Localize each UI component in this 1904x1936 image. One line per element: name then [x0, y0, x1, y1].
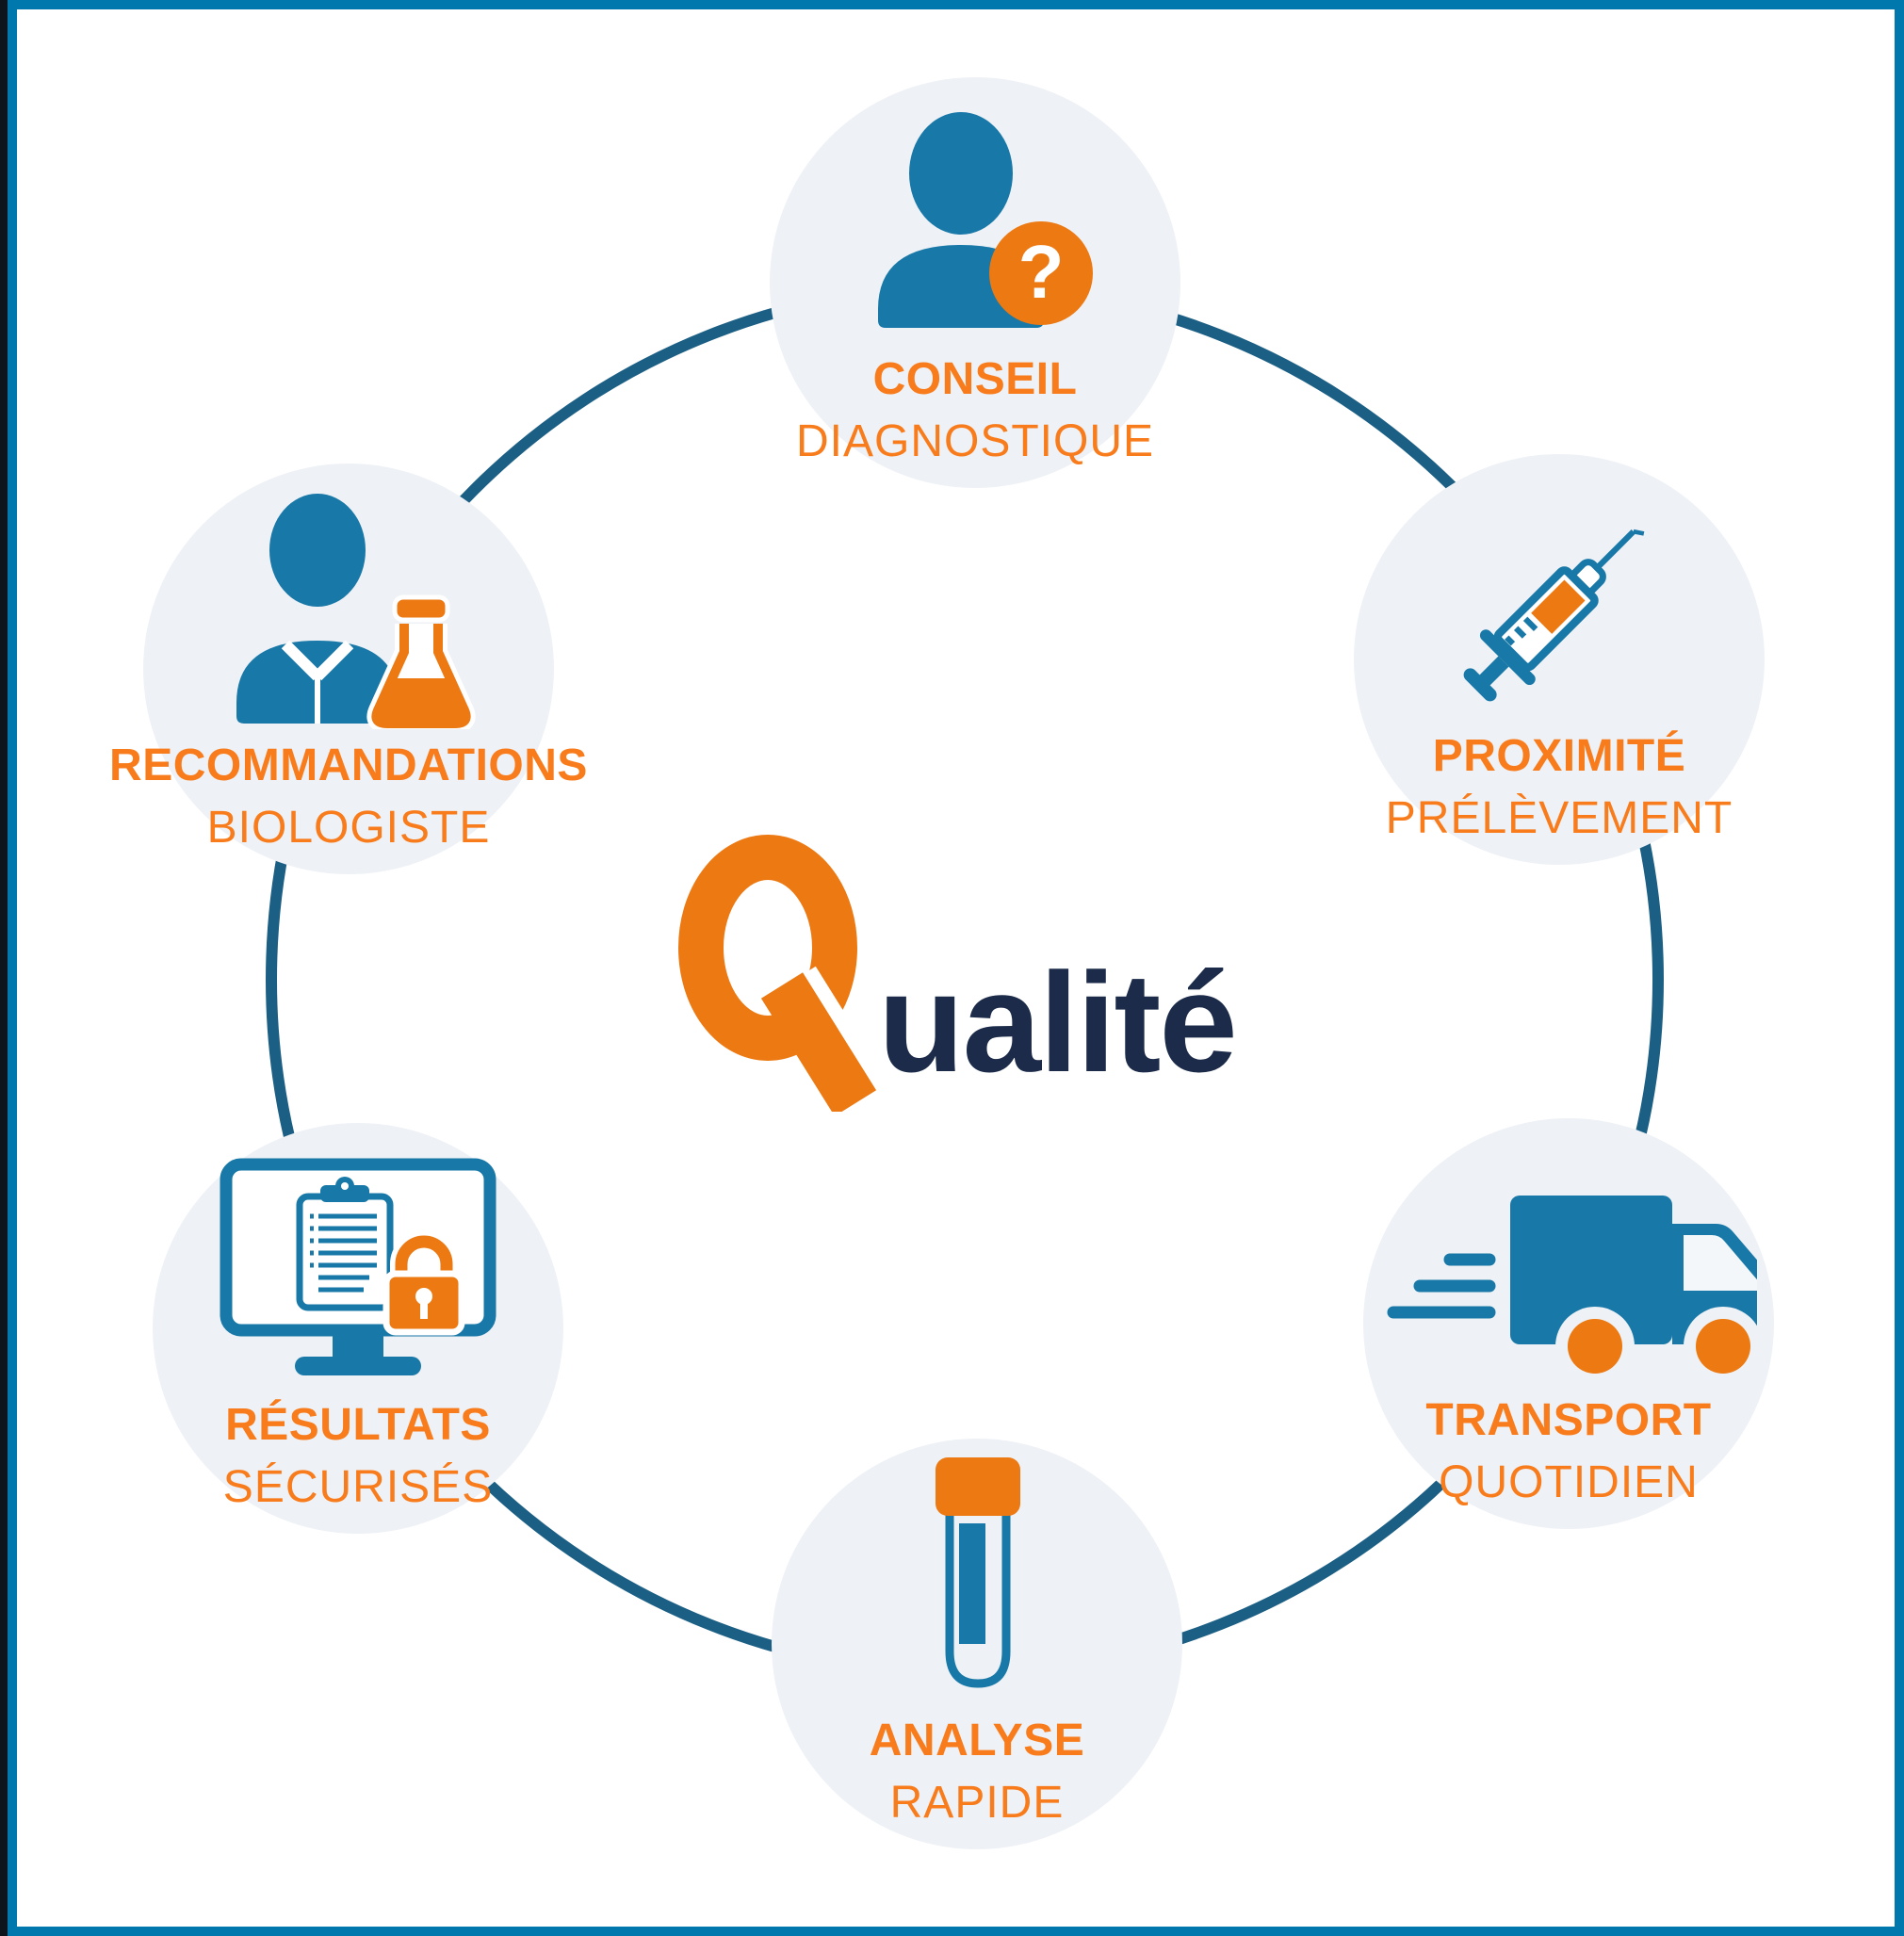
- node-resultats: RÉSULTATS SÉCURISÉS: [153, 1123, 563, 1534]
- node-proximite: PROXIMITÉ PRÉLÈVEMENT: [1354, 454, 1765, 865]
- node-subtitle: PRÉLÈVEMENT: [1385, 793, 1733, 843]
- node-analyse: ANALYSE RAPIDE: [772, 1439, 1182, 1849]
- qualite-logo: ualité: [671, 827, 1238, 1112]
- node-recommandations: RECOMMANDATIONS BIOLOGISTE: [109, 464, 587, 874]
- node-title: CONSEIL: [872, 354, 1078, 404]
- node-subtitle: BIOLOGISTE: [206, 803, 491, 853]
- node-title: ANALYSE: [869, 1716, 1085, 1765]
- node-title: RÉSULTATS: [225, 1400, 491, 1450]
- node-transport: TRANSPORT QUOTIDIEN: [1363, 1118, 1774, 1529]
- delivery-truck-icon: [1387, 1196, 1757, 1375]
- left-dark-stripe: [0, 0, 8, 1936]
- node-conseil: ? CONSEIL DIAGNOSTIQUE: [770, 77, 1180, 488]
- person-question-icon: ?: [878, 112, 1093, 328]
- syringe-icon: [1463, 529, 1645, 702]
- scientist-flask-icon: [236, 494, 476, 729]
- node-subtitle: QUOTIDIEN: [1439, 1457, 1699, 1507]
- node-subtitle: DIAGNOSTIQUE: [795, 416, 1155, 466]
- monitor-lock-icon: [220, 1158, 496, 1375]
- node-title: RECOMMANDATIONS: [109, 740, 588, 790]
- node-title: PROXIMITÉ: [1432, 731, 1686, 781]
- node-subtitle: SÉCURISÉS: [222, 1462, 494, 1512]
- node-subtitle: RAPIDE: [889, 1778, 1065, 1828]
- svg-text:?: ?: [1018, 230, 1065, 314]
- qualite-word: ualité: [878, 943, 1238, 1101]
- test-tube-icon: [936, 1457, 1020, 1688]
- q-letter-icon: [678, 835, 886, 1112]
- node-title: TRANSPORT: [1425, 1395, 1712, 1445]
